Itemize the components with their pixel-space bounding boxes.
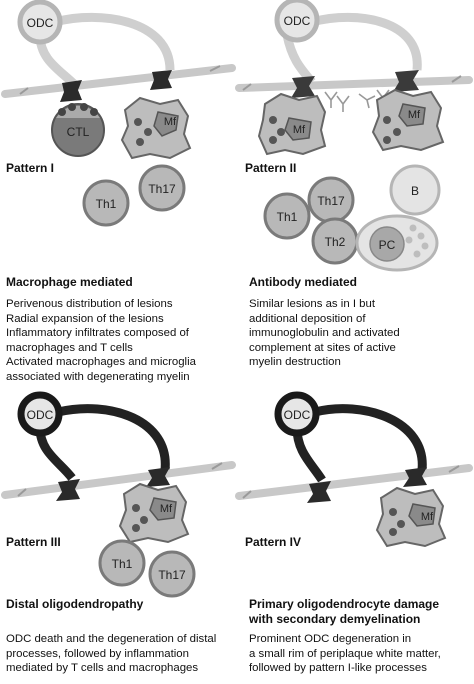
plasma-cell: PC [355,214,439,272]
description-line: a small rim of periplaque white matter, [249,647,441,660]
pattern-label: Pattern I [6,161,55,175]
macrophage-cell: Mf [118,482,190,544]
th17-cell: Th17 [307,176,355,224]
pattern-label: Pattern IV [245,535,302,549]
description-line: immunoglobulin and activated [249,327,400,340]
th2-label: Th2 [325,235,346,249]
pc-label: PC [379,238,396,252]
description: Prominent ODC degeneration in a small ri… [249,632,441,676]
pattern-iv-panel: ODC Mf Pattern IV Primary oligodendrocyt… [235,391,474,684]
axon [1,64,236,98]
pattern-iii-panel: ODC Mf Th1 Th17 Pattern III Distal oligo… [0,391,237,684]
description: Similar lesions as in I but additional d… [249,297,400,370]
b-cell: B [389,164,441,216]
mechanism-title: Primary oligodendrocyte damage with seco… [249,597,439,627]
axon [1,461,236,499]
mf-label: Mf [408,109,421,121]
ctl-label: CTL [67,125,90,139]
description: ODC death and the degeneration of distal… [6,632,216,676]
th1-label: Th1 [277,210,298,224]
th1-label: Th1 [112,557,133,571]
description-line: complement at sites of active [249,341,396,354]
macrophage-cell: Mf [375,486,447,548]
pattern-iii-illustration: ODC Mf Th1 Th17 [1,391,236,598]
description-line: macrophages and T cells [6,341,133,354]
pattern-ii-panel: ODC Mf Mf [235,0,474,400]
odc-cell: ODC [274,0,320,43]
mf-label: Mf [160,503,173,515]
odc-label: ODC [284,408,311,422]
th17-label: Th17 [148,182,176,196]
description-line: associated with degenerating myelin [6,370,190,383]
description-line: Activated macrophages and microglia [6,356,196,369]
odc-label: ODC [284,14,311,28]
b-label: B [411,184,419,198]
description-line: mediated by T cells and macrophages [6,662,199,675]
pattern-i-panel: ODC CTL Mf Th1 [0,0,237,400]
pattern-iv-illustration: ODC Mf [235,391,473,548]
th2-cell: Th2 [311,217,359,265]
mechanism-title-line: with secondary demyelination [249,612,421,626]
th17-cell: Th17 [148,550,196,598]
odc-label: ODC [27,408,54,422]
description-line: myelin destruction [249,356,341,369]
myelin-segment [291,70,419,98]
myelin-segment [60,70,172,102]
myelin-segment [307,467,427,503]
pattern-ii-illustration: ODC Mf Mf [235,0,473,272]
mechanism-title-line: Primary oligodendrocyte damage [249,597,440,611]
description-line: Perivenous distribution of lesions [6,298,173,310]
mf-label: Mf [421,511,434,523]
odc-cell: ODC [17,391,63,437]
odc-label: ODC [27,16,54,30]
description: Perivenous distribution of lesions Radia… [6,297,196,385]
description-line: additional deposition of [249,312,366,325]
description-line: Radial expansion of the lesions [6,312,164,325]
description-line: ODC death and the degeneration of distal [6,633,217,645]
description-line: followed by pattern I-like processes [249,662,427,675]
th1-label: Th1 [96,197,117,211]
pattern-label: Pattern II [245,161,297,175]
macrophage-cell-right: Mf [371,88,445,152]
macrophage-cell-left: Mf [257,92,327,156]
description-line: Similar lesions as in I but [249,298,375,310]
axon [235,464,473,500]
th17-cell: Th17 [138,164,186,212]
mf-label: Mf [293,124,306,136]
macrophage-cell: Mf [120,96,192,160]
ctl-cell: CTL [51,103,105,157]
mechanism-title: Distal oligodendropathy [6,597,144,611]
axon [235,75,473,92]
pattern-label: Pattern III [6,535,61,549]
myelin-segment [56,467,170,501]
th17-label: Th17 [158,568,186,582]
odc-cell: ODC [17,0,63,45]
th1-cell: Th1 [98,539,146,587]
description-line: Inflammatory infiltrates composed of [6,327,189,340]
description-line: processes, followed by inflammation [6,647,189,660]
odc-cell: ODC [274,391,320,437]
th1-cell: Th1 [263,192,311,240]
mechanism-title: Antibody mediated [249,275,358,289]
pattern-i-illustration: ODC CTL Mf Th1 [1,0,236,227]
th1-cell: Th1 [82,179,130,227]
th17-label: Th17 [317,194,345,208]
mf-label: Mf [164,116,177,128]
mechanism-title: Macrophage mediated [6,275,133,289]
description-line: Prominent ODC degeneration in [249,633,412,645]
